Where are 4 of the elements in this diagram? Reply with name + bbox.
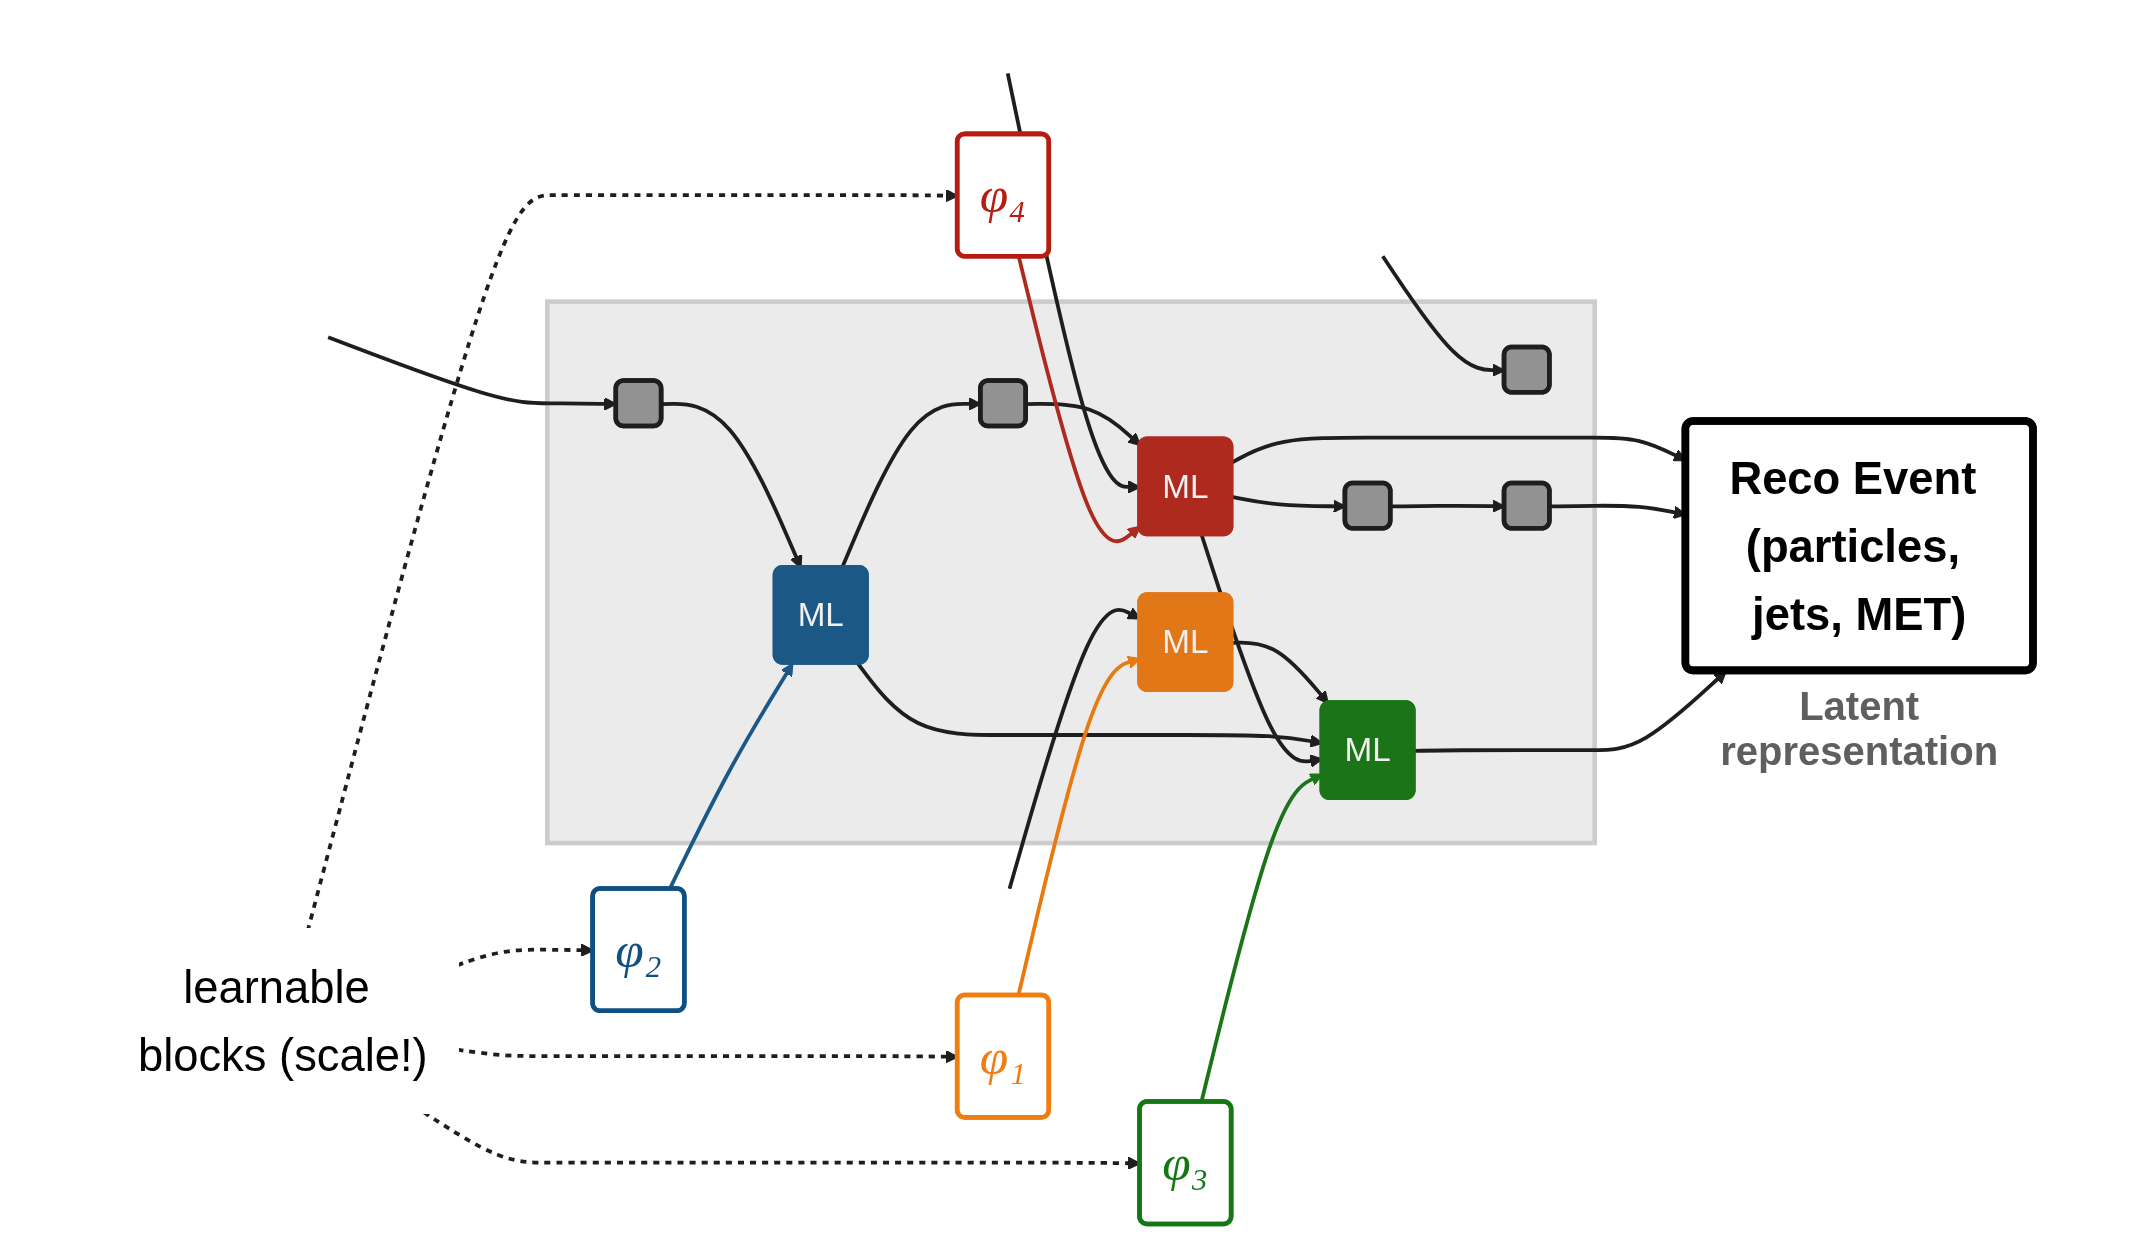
arrow xyxy=(1026,401,1142,447)
cluster xyxy=(545,299,1597,846)
node-text: learnable blocks (scale!) xyxy=(137,962,428,1080)
node-caption: Latent representation xyxy=(1719,684,2000,775)
